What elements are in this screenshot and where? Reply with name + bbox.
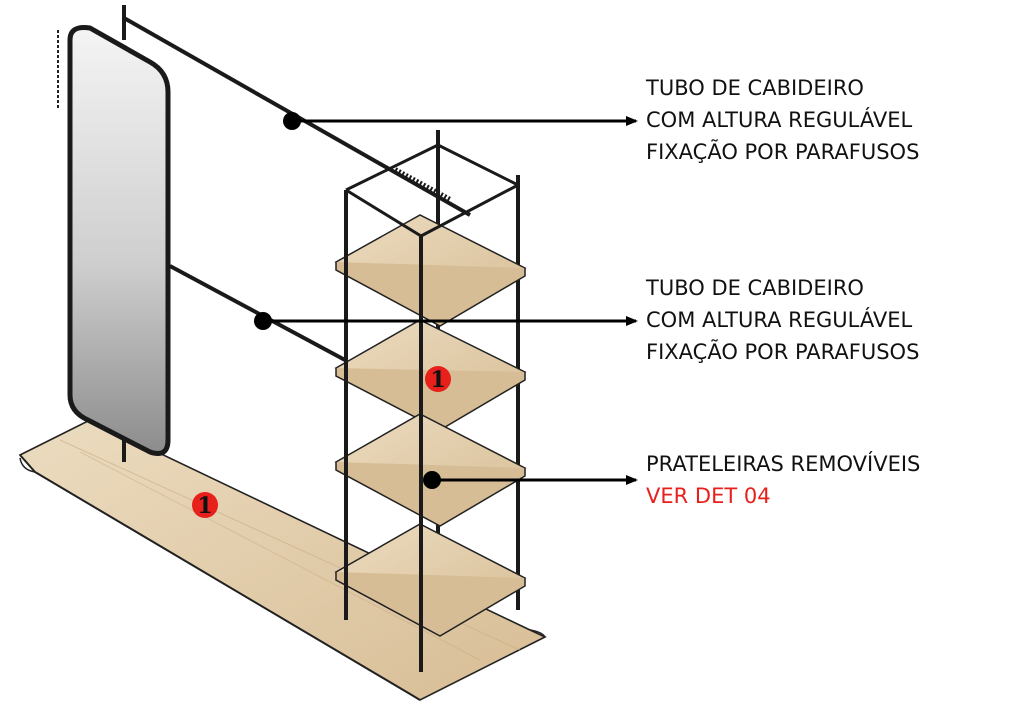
detail-reference: VER DET 04 <box>646 484 771 508</box>
callout-line: FIXAÇÃO POR PARAFUSOS <box>646 140 920 164</box>
callout-lower-rail: TUBO DE CABIDEIRO COM ALTURA REGULÁVEL F… <box>646 272 919 368</box>
material-marker: 1 <box>425 366 451 393</box>
callout-line: TUBO DE CABIDEIRO <box>646 276 864 300</box>
mirror-panel <box>57 5 171 462</box>
material-marker: 1 <box>192 492 218 519</box>
shelf-1 <box>334 214 527 327</box>
leader-lines <box>254 112 638 489</box>
callout-line: COM ALTURA REGULÁVEL <box>646 108 913 132</box>
shelf-3 <box>334 413 527 527</box>
marker-label: 1 <box>197 493 212 519</box>
callout-shelves: PRATELEIRAS REMOVÍVEIS VER DET 04 <box>646 448 920 512</box>
callout-line: TUBO DE CABIDEIRO <box>646 76 864 100</box>
callout-line: PRATELEIRAS REMOVÍVEIS <box>646 452 921 476</box>
callout-upper-rail: TUBO DE CABIDEIRO COM ALTURA REGULÁVEL F… <box>646 72 919 168</box>
marker-label: 1 <box>430 367 445 393</box>
shelving-tower <box>334 130 527 672</box>
callout-line: COM ALTURA REGULÁVEL <box>646 308 913 332</box>
shelf-4 <box>334 523 527 637</box>
callout-line: FIXAÇÃO POR PARAFUSOS <box>646 340 920 364</box>
base-platform <box>18 419 547 701</box>
